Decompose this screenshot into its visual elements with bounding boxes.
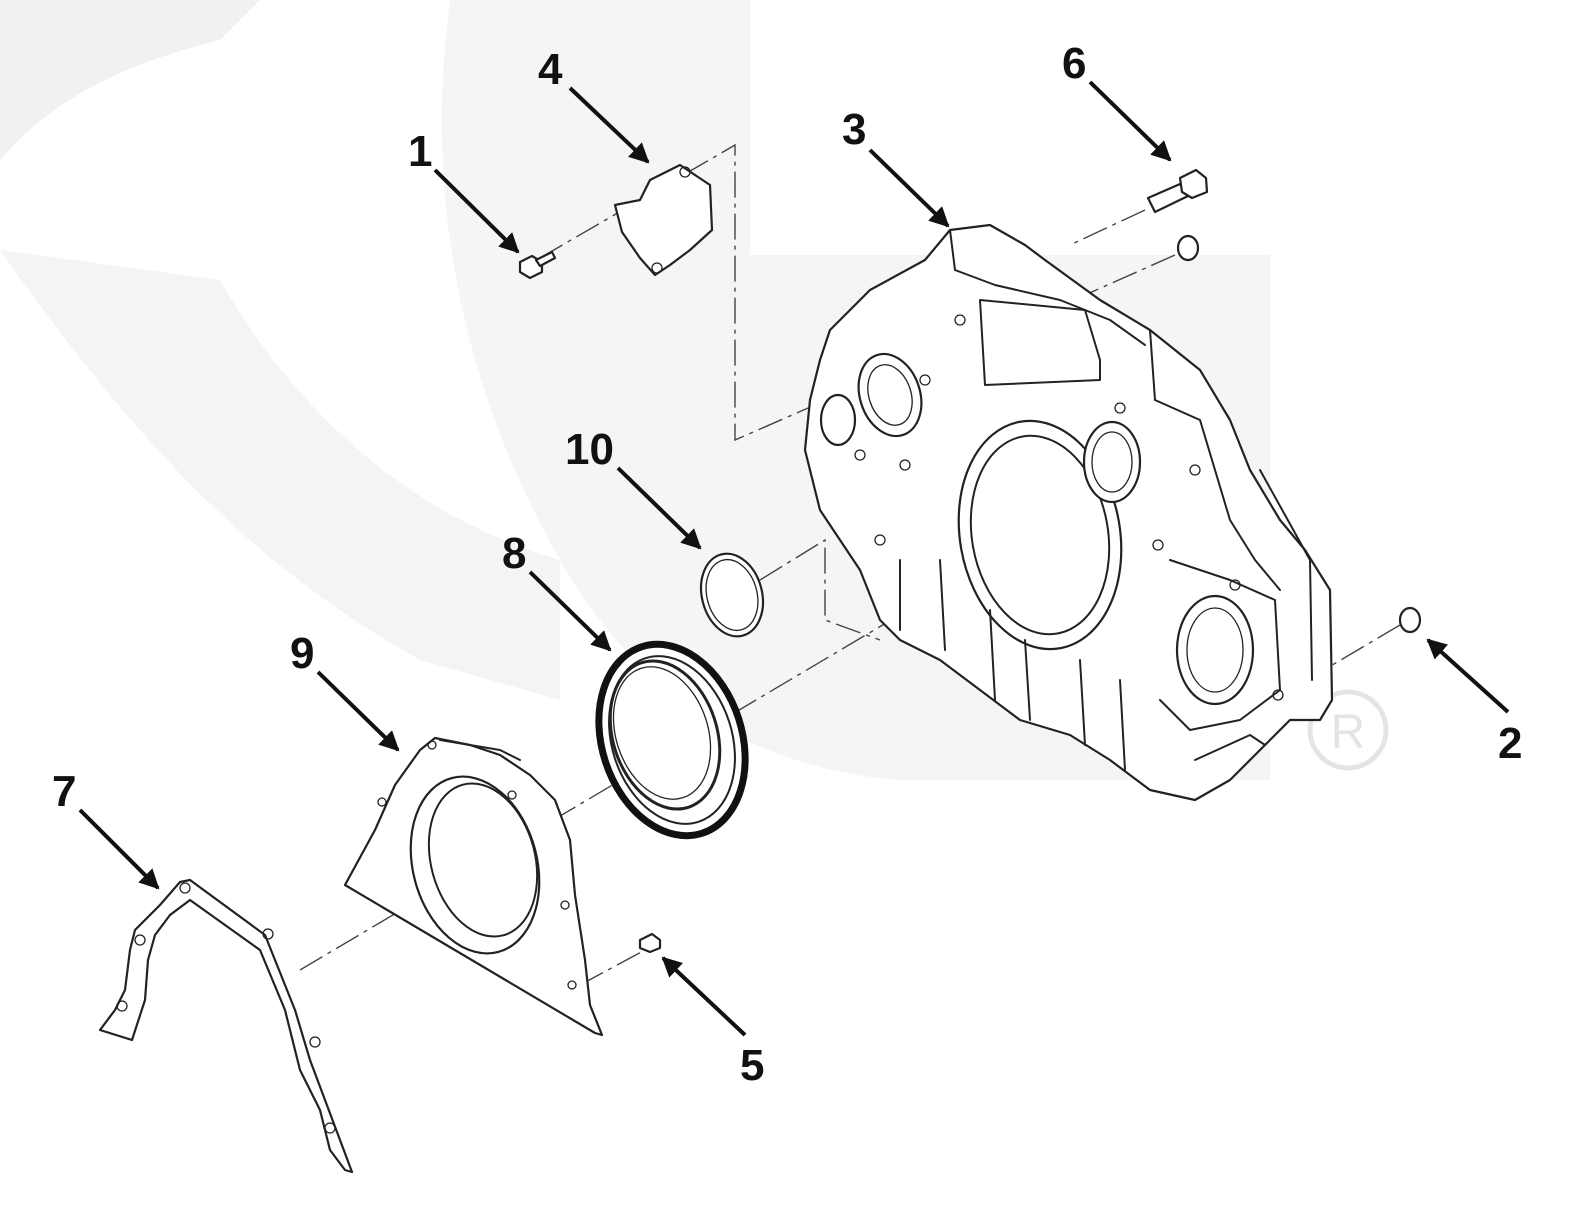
o-ring bbox=[699, 552, 765, 638]
registered-mark-icon: R bbox=[1307, 689, 1389, 771]
flywheel-housing bbox=[803, 223, 1334, 802]
callout-5: 5 bbox=[740, 1041, 764, 1090]
dowel-pin-lower bbox=[1398, 606, 1422, 634]
callout-1: 1 bbox=[408, 127, 432, 176]
callout-2: 2 bbox=[1498, 719, 1522, 768]
callout-8: 8 bbox=[502, 529, 526, 578]
callout-4: 4 bbox=[538, 45, 563, 94]
callout-7: 7 bbox=[52, 767, 76, 816]
access-cover-plate bbox=[613, 163, 714, 277]
svg-text:R: R bbox=[1331, 706, 1366, 759]
rear-seal-housing bbox=[343, 736, 604, 1037]
rear-crankshaft-seal bbox=[595, 640, 749, 840]
callout-6: 6 bbox=[1062, 39, 1086, 88]
capscrew-large bbox=[1146, 168, 1209, 214]
callout-arrows bbox=[78, 80, 1510, 1037]
callout-labels: 1 2 3 4 5 6 7 8 9 10 bbox=[52, 39, 1522, 1090]
callout-10: 10 bbox=[565, 425, 614, 474]
support-bracket bbox=[98, 878, 354, 1174]
dowel-pin-upper bbox=[1176, 234, 1200, 262]
callout-3: 3 bbox=[842, 105, 866, 154]
capscrew-seal-housing bbox=[638, 932, 662, 954]
callout-9: 9 bbox=[290, 629, 314, 678]
capscrew-small bbox=[518, 250, 557, 280]
